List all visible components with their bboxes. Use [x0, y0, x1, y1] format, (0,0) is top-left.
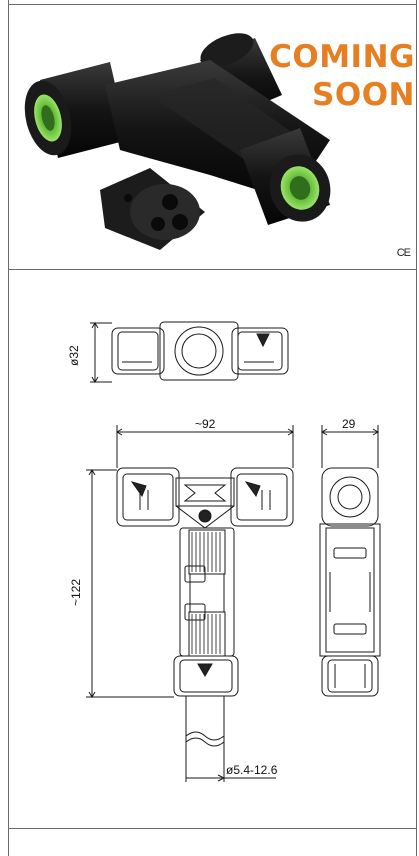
- datasheet-frame: [8, 0, 417, 856]
- seal-insert: [100, 168, 205, 250]
- dim-top-diameter: ø32: [67, 345, 81, 366]
- dim-depth: 29: [342, 417, 356, 431]
- top-border: [8, 4, 417, 5]
- side-view: [319, 467, 381, 697]
- top-view: [111, 321, 289, 381]
- coming-soon-badge: COMING SOON: [269, 38, 415, 114]
- connector-right-nut: [240, 128, 331, 225]
- dim-width: ~92: [195, 417, 216, 431]
- technical-drawing: ø32: [67, 321, 381, 782]
- section-divider: [8, 269, 417, 270]
- dim-cable-range: ø5.4-12.6: [226, 763, 278, 777]
- dim-height: ~122: [69, 579, 83, 606]
- front-view: [116, 467, 294, 778]
- ce-mark: CE: [396, 247, 411, 259]
- product-photo: [24, 33, 331, 250]
- coming-soon-line1: COMING: [269, 39, 415, 75]
- coming-soon-line2: SOON: [312, 77, 415, 113]
- bottom-divider: [8, 828, 417, 829]
